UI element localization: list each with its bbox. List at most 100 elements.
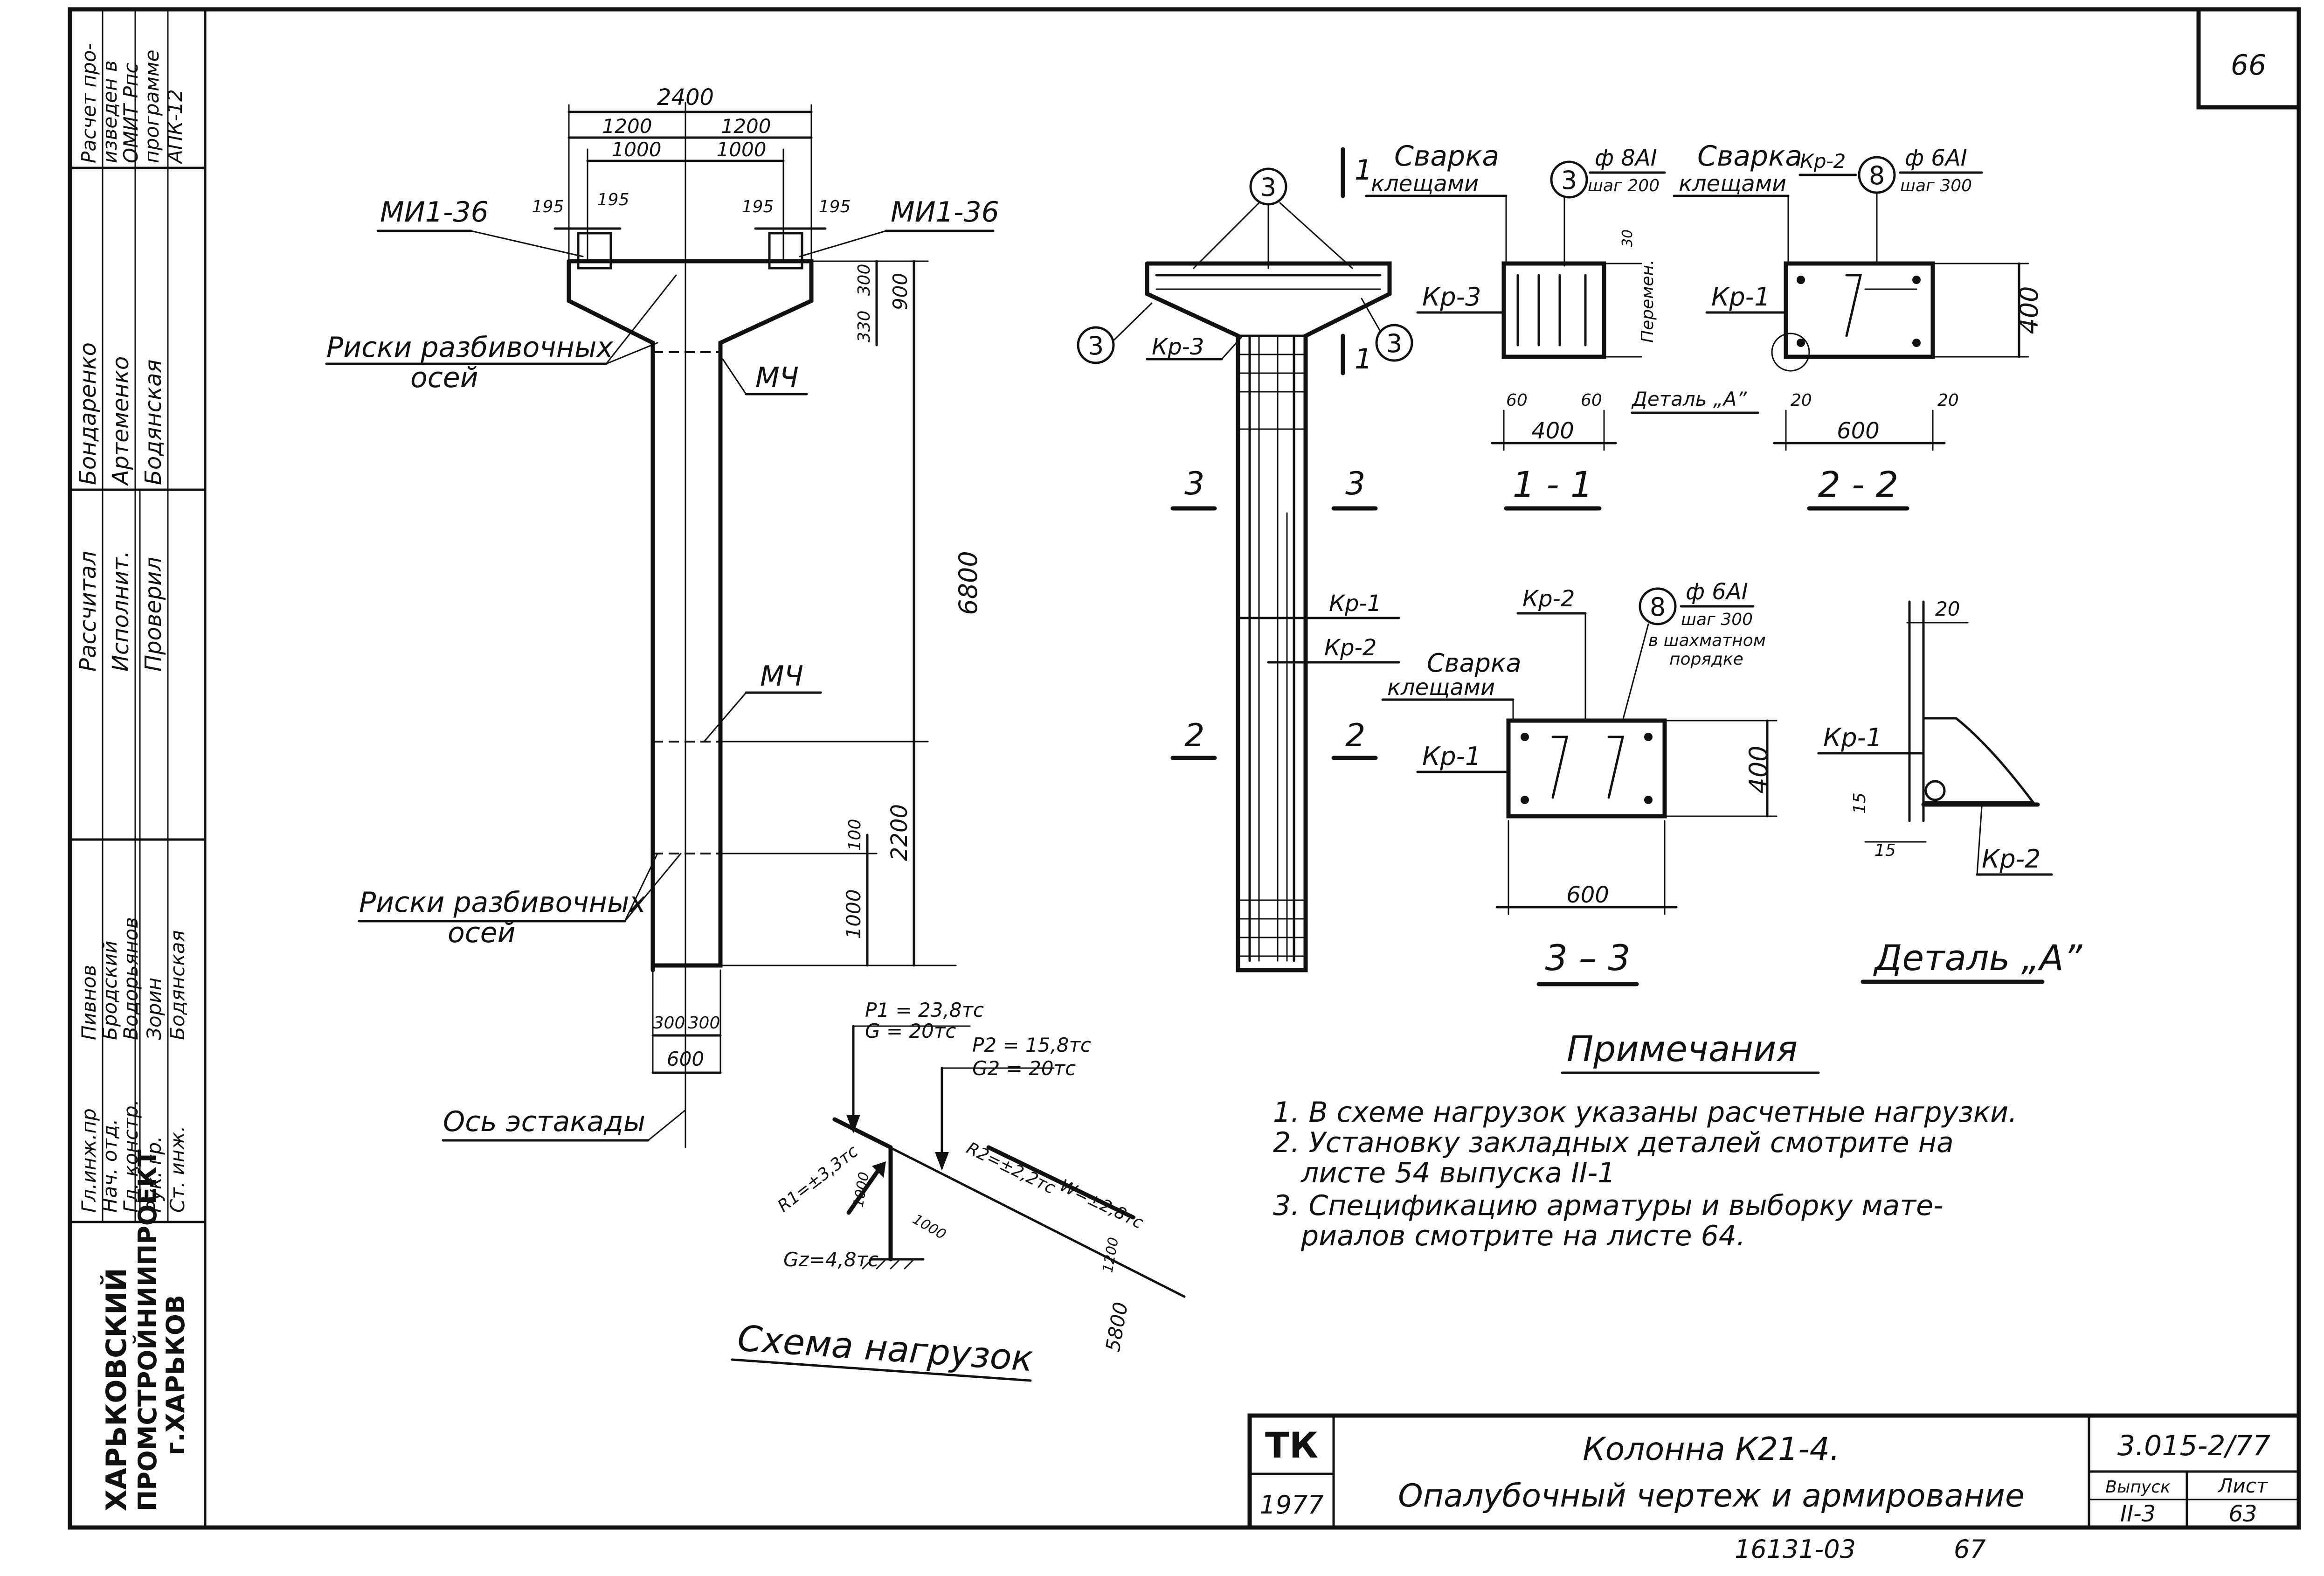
dim-base-300-right: 300 [688, 1014, 720, 1033]
sec-mark-3-left: 3 [1184, 465, 1204, 502]
stamp-name-4: Бодянская [166, 930, 189, 1040]
load-scheme: P1 = 23,8тс G = 20тс P2 = 15,8тс G2 = 20… [731, 999, 1186, 1382]
s22-d20-left: 20 [1791, 391, 1812, 410]
cut-1-top: 1 [1355, 154, 1372, 187]
detail-d15-b: 15 [1874, 841, 1896, 860]
note-3: 3. Спецификацию арматуры и выборку мате- [1273, 1189, 1944, 1222]
riski-upper-2: осей [410, 361, 478, 394]
note-2: 2. Установку закладных деталей смотрите … [1273, 1126, 1954, 1159]
dim-2400: 2400 [657, 84, 714, 111]
stamp-name-1: Бродский [98, 941, 121, 1040]
s33-chess-2: порядке [1669, 650, 1743, 669]
org-line-1: ХАРЬКОВСКИЙ [99, 1268, 133, 1511]
mch-lower: МЧ [760, 660, 803, 693]
load-r2: R2=±2,2тс [963, 1139, 1058, 1198]
kp3-elev: Кр-3 [1152, 334, 1204, 360]
dim-195-3: 195 [742, 197, 774, 216]
calc-note-3: ОМИТ Рпс [119, 62, 142, 163]
s33-chess-1: в шахматном [1648, 631, 1766, 650]
load-d1200: 1200 [1100, 1236, 1122, 1274]
load-d1000b: 1000 [910, 1211, 949, 1243]
sec-mark-3-right: 3 [1345, 465, 1365, 502]
note-2b: листе 54 выпуска II-1 [1300, 1157, 1615, 1189]
stamp-role-4: Ст. инж. [166, 1126, 189, 1213]
sec-mark-2-right: 2 [1345, 717, 1365, 754]
s33-kp2: Кр-2 [1522, 586, 1575, 612]
tk-logo: ТК [1265, 1424, 1318, 1466]
dim-100: 100 [845, 819, 865, 851]
detail-title: Деталь „А” [1873, 937, 2082, 979]
note-1: 1. В схеме нагрузок указаны расчетные на… [1273, 1096, 2017, 1129]
mi-right-label: МИ1-36 [891, 196, 999, 229]
vypusk-value: II-3 [2120, 1501, 2156, 1527]
load-d5800: 5800 [1101, 1300, 1133, 1354]
stamp-role-calc: Рассчитал [75, 551, 101, 672]
dim-900: 900 [889, 273, 912, 310]
title-block: ТК 1977 Колонна К21-4. Опалубочный черте… [1247, 1413, 2301, 1530]
footer: 16131-03 67 [1735, 1534, 1986, 1564]
sec-mark-2-left: 2 [1184, 717, 1204, 754]
side-stamp: Расчет про- изведен в ОМИТ Рпс программе… [69, 8, 207, 1511]
dim-195-1: 195 [532, 197, 564, 216]
org-line-3: г.ХАРЬКОВ [161, 1295, 190, 1455]
circle-3-top: 3 [1260, 173, 1276, 202]
s33-shag300: шаг 300 [1681, 610, 1753, 629]
cut-1-bottom: 1 [1355, 343, 1372, 375]
note-3b: риалов смотрите на листе 64. [1300, 1220, 1745, 1252]
footer-code: 16131-03 [1735, 1534, 1856, 1564]
s33-circle-8: 8 [1650, 592, 1666, 622]
s11-svarka-1: Сварка [1394, 140, 1499, 173]
s33-phi6: ф 6АI [1686, 579, 1748, 605]
dim-1000-left: 1000 [612, 138, 662, 161]
notes: Примечания 1. В схеме нагрузок указаны р… [1273, 1028, 2017, 1252]
s11-d60-left: 60 [1506, 391, 1528, 410]
load-p1: P1 = 23,8тс [865, 999, 984, 1021]
s22-circle-8: 8 [1869, 161, 1885, 190]
load-d1000a: 1000 [850, 1171, 872, 1208]
stamp-role-2: Гл. констр. [119, 1099, 142, 1213]
dim-300: 300 [855, 264, 874, 296]
dim-1200-right: 1200 [721, 115, 771, 138]
stamp-name-2: Водорьянов [119, 917, 142, 1040]
calc-note-2: изведен в [98, 60, 121, 163]
detail-kp2: Кр-2 [1982, 844, 2040, 874]
stamp-role-3: Рук. гр. [143, 1136, 166, 1213]
list-value: 63 [2228, 1501, 2257, 1527]
kp2-elev: Кр-2 [1324, 635, 1376, 661]
detail-d20: 20 [1935, 597, 1960, 620]
section-1-1: Сварка клещами 3 ф 8АI шаг 200 Кр-3 30 П… [1365, 140, 1759, 511]
stamp-role-1: Нач. отд. [98, 1119, 121, 1213]
dim-195-2: 195 [597, 190, 629, 209]
load-g1: G = 20тс [865, 1020, 956, 1042]
dim-330: 330 [855, 311, 874, 343]
s33-d400: 400 [1744, 745, 1773, 793]
column-elevation: 2400 1200 1200 1000 1000 195 195 195 195… [325, 84, 999, 1148]
sheet-frame: 66 [68, 7, 2301, 1530]
s33-kp1: Кр-1 [1422, 742, 1481, 771]
stamp-name-calc: Бондаренко [75, 342, 101, 485]
s22-phi6: ф 6АI [1905, 145, 1967, 171]
s33-svarka-2: клещами [1387, 674, 1495, 701]
reinforcement-elevation: 1 1 3 3 3 Кр-3 3 3 2 2 Кр-1 Кр-2 [1077, 147, 1413, 972]
s11-d60-right: 60 [1581, 391, 1602, 410]
calc-note-5: АПК-12 [164, 89, 187, 165]
circle-3-left: 3 [1088, 331, 1104, 361]
dim-base-600: 600 [667, 1048, 704, 1070]
load-r1: R1=±3,3тс [774, 1142, 862, 1216]
title-code: 3.015-2/77 [2117, 1430, 2270, 1462]
stamp-name-check: Бодянская [140, 360, 166, 485]
s11-shag200: шаг 200 [1588, 176, 1660, 195]
notes-title: Примечания [1567, 1028, 1798, 1069]
footer-page: 67 [1954, 1534, 1986, 1564]
s22-d400: 400 [2014, 286, 2044, 334]
kp1-elev: Кр-1 [1329, 590, 1381, 617]
s11-peremen: Перемен. [1638, 259, 1657, 343]
list-label: Лист [2217, 1474, 2269, 1497]
stamp-name-3: Зорин [143, 978, 166, 1040]
s11-circle-3: 3 [1561, 166, 1577, 195]
calc-note-1: Расчет про- [77, 43, 100, 163]
mch-upper: МЧ [755, 361, 799, 394]
dim-1000-right: 1000 [717, 138, 767, 161]
detail-d15-a: 15 [1850, 792, 1869, 814]
